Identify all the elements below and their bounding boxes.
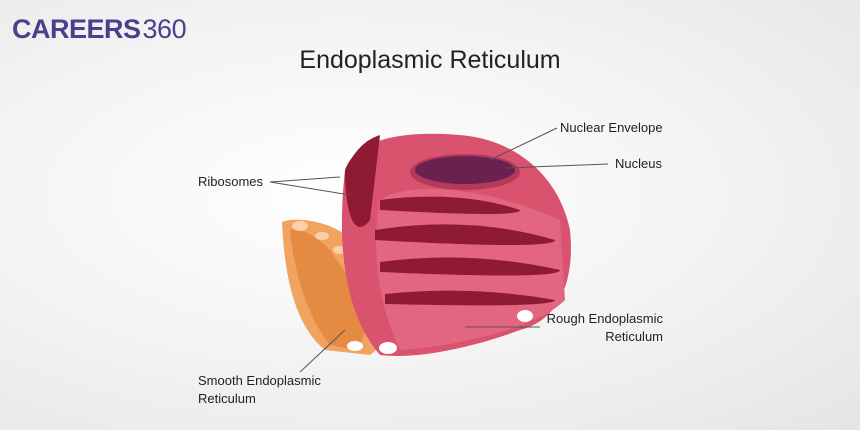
label-ribosomes: Ribosomes — [198, 174, 264, 189]
label-rough-er-line1: Rough Endoplasmic — [546, 311, 663, 326]
careers360-logo: CAREERS360 — [12, 14, 187, 45]
label-smooth-er-line2: Reticulum — [198, 391, 256, 406]
logo-brand: CAREERS — [12, 14, 141, 44]
label-nucleus: Nucleus — [615, 156, 662, 171]
diagram-title: Endoplasmic Reticulum — [299, 46, 561, 74]
logo-number: 360 — [142, 14, 187, 44]
rough-er-shape — [341, 133, 571, 356]
leader-lines — [269, 127, 609, 373]
label-smooth-er-line1: Smooth Endoplasmic — [198, 373, 321, 388]
label-rough-er-line2: Reticulum — [605, 329, 663, 344]
label-nuclear-envelope: Nuclear Envelope — [560, 120, 663, 135]
